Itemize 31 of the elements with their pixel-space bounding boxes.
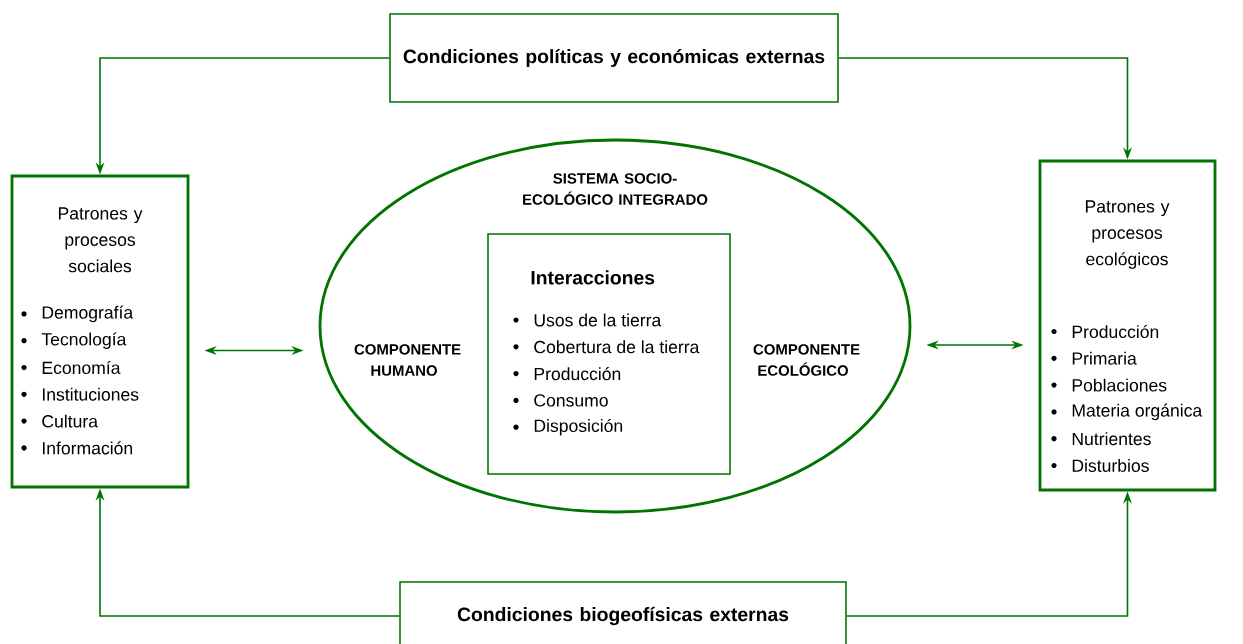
bullet-item: Producción (513, 367, 621, 381)
box-title: Condiciones biogeofísicas externas (457, 606, 789, 626)
bullet-item: Producción (1051, 324, 1159, 339)
bullet-item: Economía (21, 360, 121, 375)
bullet-item: Demografía (21, 305, 134, 323)
ellipse-title: SISTEMA SOCIO-ECOLÓGICO INTEGRADO (523, 173, 708, 205)
system-ellipse (318, 138, 912, 514)
condition-box (389, 13, 839, 103)
bullet-item: Cobertura de la tierra (513, 340, 700, 354)
bullet-item: Nutrientes (1051, 432, 1151, 446)
info-box (10, 174, 190, 489)
bullet-item: Disposición (513, 418, 623, 436)
component-label: COMPONENTE HUMANO (354, 344, 461, 376)
bullet-item: Tecnología (21, 332, 127, 349)
bullet-item: Consumo (513, 394, 608, 407)
bullet-item: Poblaciones (1051, 378, 1167, 392)
box-heading: Patrones y procesos sociales (58, 207, 143, 273)
bullet-item: Usos de la tierra (513, 313, 662, 327)
bullet-item: Instituciones (21, 387, 139, 401)
bullet-item: Información (21, 441, 132, 455)
box-heading: Patrones y procesos ecológicos (1085, 200, 1170, 269)
bullet-item: Disturbios (1051, 459, 1149, 472)
component-label: COMPONENTE ECOLÓGICO (753, 344, 860, 376)
interaction-box (487, 233, 731, 475)
bullet-item: Materia orgánica (1051, 403, 1203, 421)
bullet-item: Cultura (21, 414, 98, 428)
info-box (1038, 159, 1217, 492)
condition-box (399, 581, 847, 644)
box-heading: Interacciones (531, 270, 655, 285)
box-title: Condiciones políticas y económicas externas (403, 48, 825, 68)
bullet-item: Primaria (1051, 351, 1137, 365)
